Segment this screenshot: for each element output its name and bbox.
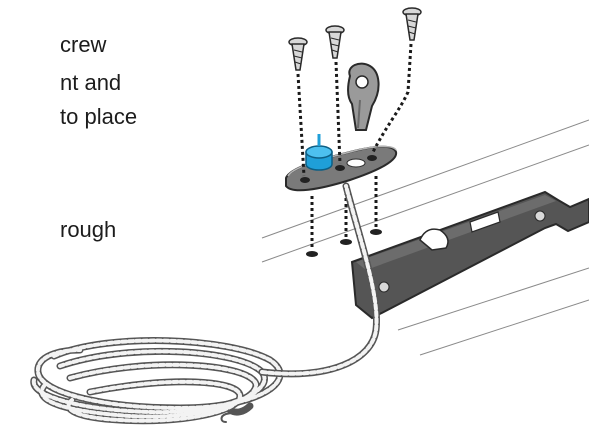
screw-hole [306, 251, 318, 257]
mounting-bracket [352, 192, 589, 318]
fairlead-hole [356, 76, 368, 88]
rope-slot [347, 159, 365, 167]
blue-knob [306, 134, 332, 170]
alignment-line [372, 44, 411, 154]
base-hole [367, 155, 377, 161]
surface-line [420, 300, 589, 355]
screw-holes [306, 229, 382, 257]
fairlead-body [348, 64, 379, 130]
screw-hole [340, 239, 352, 245]
screw-icon [289, 38, 307, 70]
base-hole [300, 177, 310, 183]
alignment-line [336, 62, 340, 164]
screw-icon [403, 8, 421, 40]
bracket-screw-icon [535, 211, 545, 221]
knob-top [306, 146, 332, 158]
base-hole [335, 165, 345, 171]
screw-icon [326, 26, 344, 58]
bracket-screw-icon [379, 282, 389, 292]
rope-coil [34, 186, 377, 422]
screw-hole [370, 229, 382, 235]
fairlead-eye [348, 64, 379, 130]
alignment-line [298, 74, 304, 176]
screws [289, 8, 421, 70]
